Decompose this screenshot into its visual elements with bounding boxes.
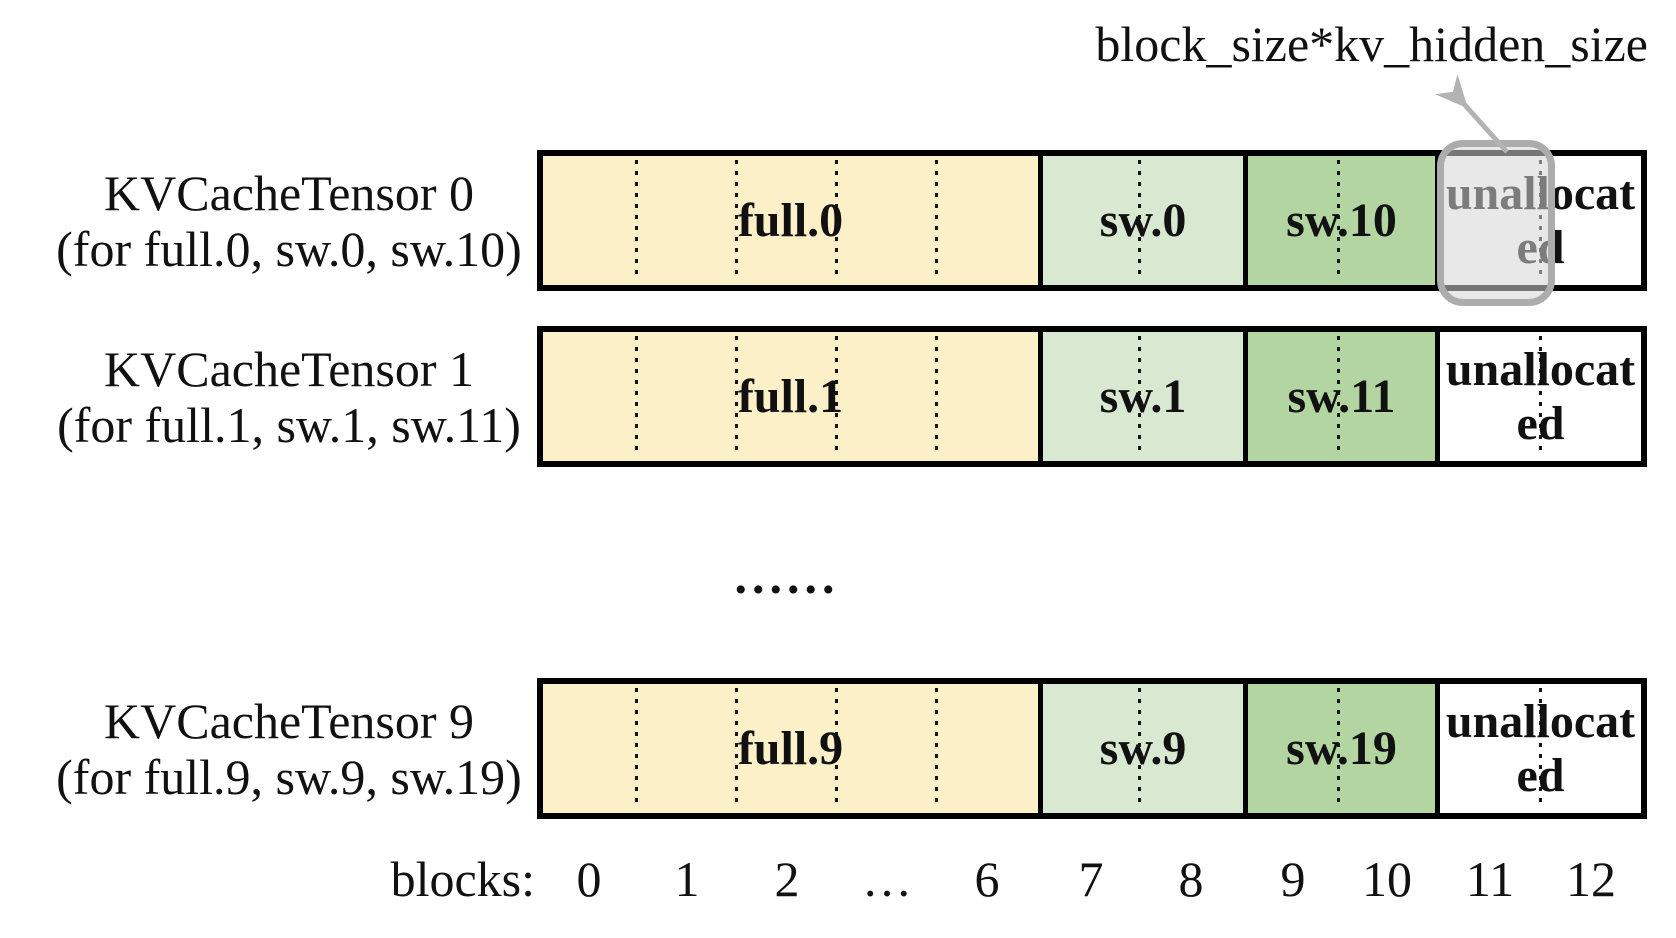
- section-sw-0: sw.0: [1043, 156, 1243, 285]
- tensor-1-title: KVCacheTensor 1: [104, 340, 474, 397]
- tensor-0-title: KVCacheTensor 0: [104, 164, 474, 221]
- block-index-label: 1: [674, 851, 700, 907]
- rows-ellipsis: ......: [734, 548, 840, 604]
- tensor-9-subtitle: (for full.9, sw.9, sw.19): [56, 748, 522, 805]
- section-unallocated-9-label: unallocated: [1445, 694, 1636, 802]
- block-divider: [1337, 160, 1340, 281]
- block-divider: [835, 160, 838, 281]
- section-sw-11-label: sw.11: [1287, 369, 1396, 423]
- block-index-label: 6: [974, 851, 1000, 907]
- section-full-0: full.0: [543, 156, 1038, 285]
- block-divider: [1539, 336, 1542, 457]
- block-index-label: 2: [774, 851, 800, 907]
- block-divider: [835, 336, 838, 457]
- section-sw-1-label: sw.1: [1099, 369, 1187, 423]
- section-sw-19: sw.19: [1248, 684, 1435, 813]
- tensor-9-label: KVCacheTensor 9 (for full.9, sw.9, sw.19…: [34, 678, 544, 819]
- block-divider: [635, 160, 638, 281]
- tensor-9-bar: full.9 sw.9 sw.19 unallocated: [537, 678, 1647, 819]
- section-separator: [1435, 684, 1440, 813]
- section-full-9: full.9: [543, 684, 1038, 813]
- block-divider: [635, 688, 638, 809]
- section-sw-19-label: sw.19: [1286, 721, 1397, 775]
- block-divider: [935, 688, 938, 809]
- block-divider: [835, 688, 838, 809]
- section-separator: [1435, 332, 1440, 461]
- block-divider: [1539, 688, 1542, 809]
- block-size-highlight: [1437, 140, 1555, 306]
- section-sw-0-label: sw.0: [1099, 193, 1187, 247]
- section-separator: [1243, 156, 1248, 285]
- section-sw-9: sw.9: [1043, 684, 1243, 813]
- block-index-label: 12: [1566, 851, 1616, 907]
- block-divider: [735, 688, 738, 809]
- section-unallocated-1: unallocated: [1440, 332, 1641, 461]
- block-size-annotation: block_size*kv_hidden_size: [1095, 16, 1648, 72]
- section-sw-10-label: sw.10: [1286, 193, 1397, 247]
- block-index-label: 9: [1280, 851, 1306, 907]
- block-divider: [735, 160, 738, 281]
- block-index-label: 8: [1178, 851, 1204, 907]
- section-full-1-label: full.1: [737, 369, 844, 423]
- block-index-label: 10: [1362, 851, 1412, 907]
- section-sw-11: sw.11: [1248, 332, 1435, 461]
- block-index-label: 7: [1078, 851, 1104, 907]
- section-sw-9-label: sw.9: [1099, 721, 1187, 775]
- block-index-label: 0: [576, 851, 602, 907]
- block-divider: [1138, 688, 1141, 809]
- section-separator: [1038, 684, 1043, 813]
- block-divider: [1138, 160, 1141, 281]
- block-index-label: 11: [1465, 851, 1515, 907]
- section-full-0-label: full.0: [737, 193, 844, 247]
- tensor-1-subtitle: (for full.1, sw.1, sw.11): [57, 396, 521, 453]
- tensor-1-bar: full.1 sw.1 sw.11 unallocated: [537, 326, 1647, 467]
- section-separator: [1038, 332, 1043, 461]
- blocks-axis-label: blocks:: [390, 851, 535, 907]
- tensor-1-label: KVCacheTensor 1 (for full.1, sw.1, sw.11…: [34, 326, 544, 467]
- section-sw-10: sw.10: [1248, 156, 1435, 285]
- section-separator: [1243, 684, 1248, 813]
- block-divider: [635, 336, 638, 457]
- block-divider: [935, 336, 938, 457]
- tensor-0-label: KVCacheTensor 0 (for full.0, sw.0, sw.10…: [34, 150, 544, 291]
- section-separator: [1243, 332, 1248, 461]
- tensor-0-subtitle: (for full.0, sw.0, sw.10): [56, 220, 522, 277]
- tensor-9-title: KVCacheTensor 9: [104, 692, 474, 749]
- block-divider: [1337, 688, 1340, 809]
- section-full-9-label: full.9: [737, 721, 844, 775]
- block-divider: [1138, 336, 1141, 457]
- section-unallocated-9: unallocated: [1440, 684, 1641, 813]
- block-divider: [1337, 336, 1340, 457]
- section-unallocated-1-label: unallocated: [1445, 342, 1636, 450]
- section-separator: [1038, 156, 1043, 285]
- block-index-label: …: [862, 851, 912, 907]
- block-divider: [735, 336, 738, 457]
- block-divider: [935, 160, 938, 281]
- section-sw-1: sw.1: [1043, 332, 1243, 461]
- section-full-1: full.1: [543, 332, 1038, 461]
